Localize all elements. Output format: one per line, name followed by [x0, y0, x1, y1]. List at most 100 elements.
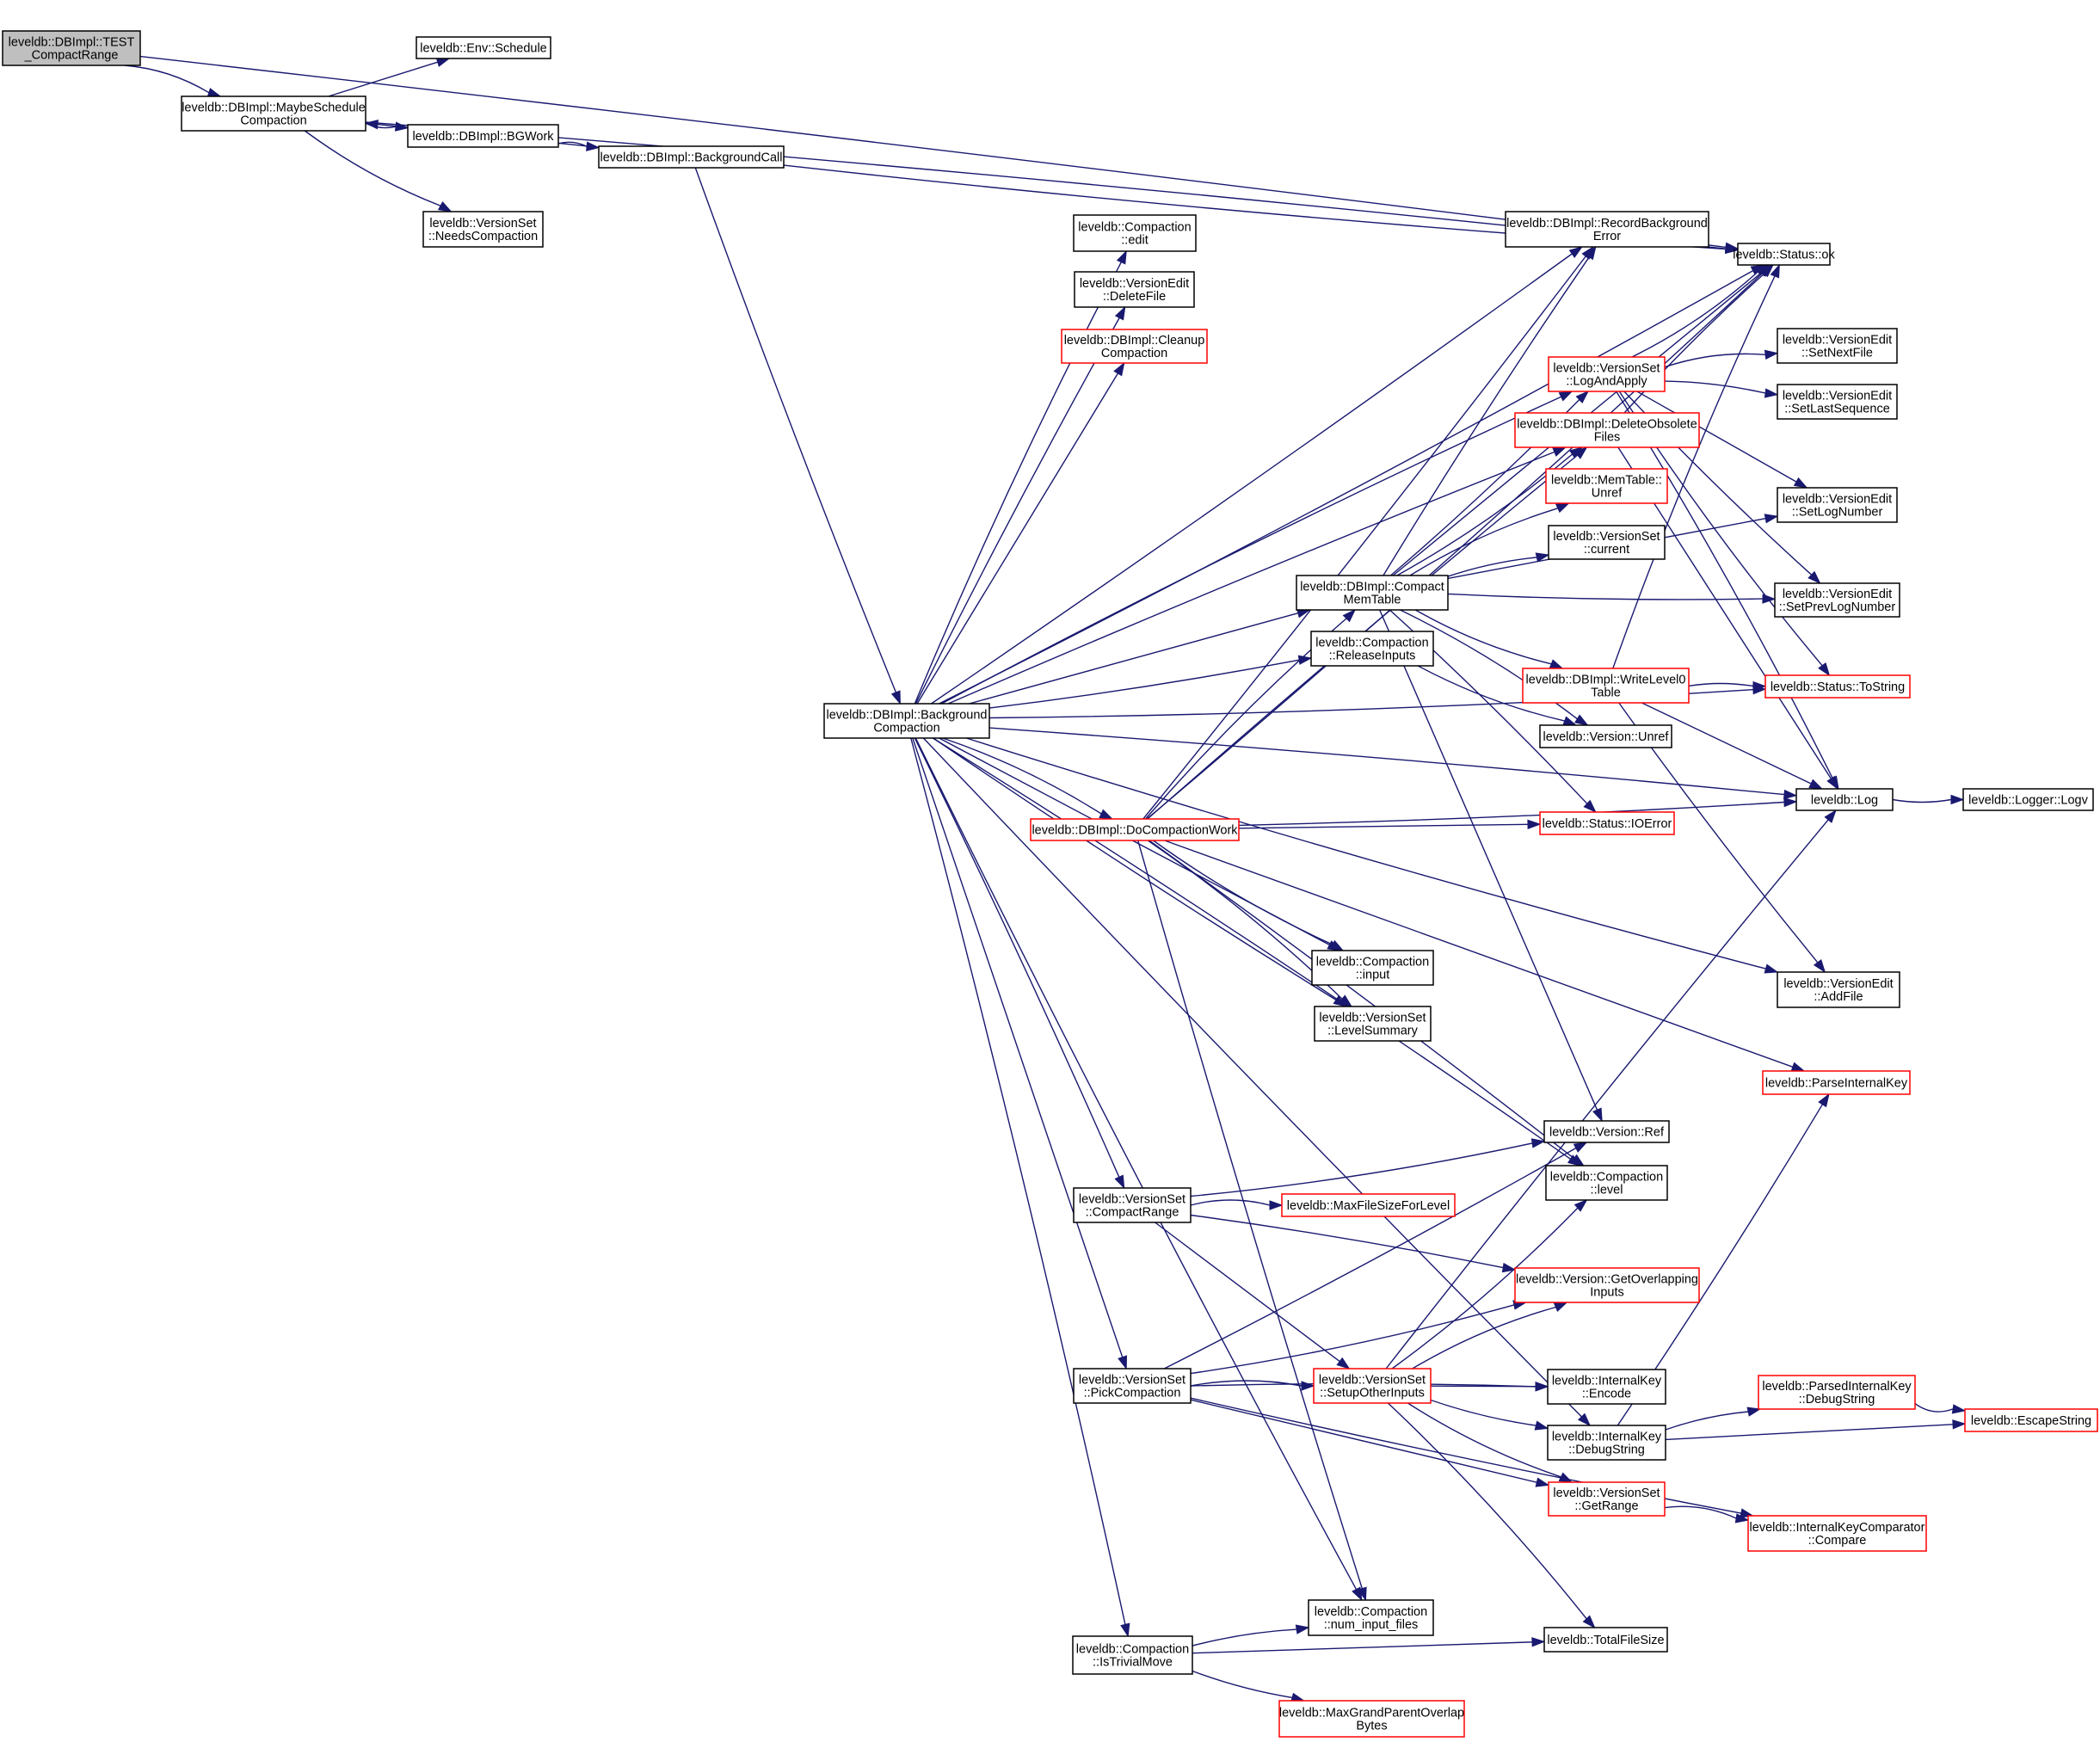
node-box[interactable]	[823, 703, 990, 739]
node-box[interactable]	[1737, 243, 1831, 266]
node-box[interactable]	[1758, 1375, 1916, 1410]
node-box[interactable]	[1073, 1187, 1192, 1223]
node-parse-internal-key[interactable]: leveldb::ParseInternalKey	[1762, 1070, 1911, 1095]
node-box[interactable]	[181, 95, 366, 132]
node-box[interactable]	[1296, 575, 1449, 611]
node-box[interactable]	[1313, 1368, 1432, 1404]
node-env-schedule[interactable]: leveldb::Env::Schedule	[416, 36, 551, 59]
node-versionset-current[interactable]: leveldb::VersionSet::current	[1548, 525, 1666, 560]
node-box[interactable]	[416, 36, 551, 59]
node-status-tostring[interactable]: leveldb::Status::ToString	[1764, 674, 1911, 699]
node-release-inputs[interactable]: leveldb::Compaction::ReleaseInputs	[1310, 631, 1434, 667]
node-box[interactable]	[1311, 950, 1434, 986]
node-needs-compaction[interactable]: leveldb::VersionSet::NeedsCompaction	[422, 211, 544, 248]
node-status-ok[interactable]: leveldb::Status::ok	[1733, 243, 1835, 266]
node-box[interactable]	[1548, 356, 1666, 392]
node-is-trivial-move[interactable]: leveldb::Compaction::IsTrivialMove	[1072, 1635, 1193, 1675]
node-box[interactable]	[1547, 1369, 1666, 1405]
node-box[interactable]	[1314, 1006, 1432, 1042]
node-ikey-encode[interactable]: leveldb::InternalKey::Encode	[1547, 1369, 1666, 1405]
node-box[interactable]	[1545, 1165, 1668, 1201]
node-num-input-files[interactable]: leveldb::Compaction::num_input_files	[1308, 1599, 1434, 1636]
node-delete-file[interactable]: leveldb::VersionEdit::DeleteFile	[1074, 271, 1195, 308]
node-box[interactable]	[1074, 271, 1195, 308]
node-compact-range[interactable]: leveldb::VersionSet::CompactRange	[1073, 1187, 1192, 1223]
node-set-log-number[interactable]: leveldb::VersionEdit::SetLogNumber	[1777, 487, 1898, 523]
node-ikey-comparator-compare[interactable]: leveldb::InternalKeyComparator::Compare	[1747, 1515, 1927, 1552]
node-level-summary[interactable]: leveldb::VersionSet::LevelSummary	[1314, 1006, 1432, 1042]
node-escape-string[interactable]: leveldb::EscapeString	[1964, 1408, 2098, 1432]
node-memtable-unref[interactable]: leveldb::MemTable::Unref	[1545, 468, 1668, 504]
node-box[interactable]	[1777, 971, 1900, 1008]
node-box[interactable]	[1774, 582, 1900, 618]
node-box[interactable]	[1747, 1515, 1927, 1552]
node-do-compaction-work[interactable]: leveldb::DBImpl::DoCompactionWork	[1030, 818, 1240, 841]
node-pick-compaction[interactable]: leveldb::VersionSet::PickCompaction	[1073, 1368, 1192, 1404]
node-box[interactable]	[1964, 1408, 2098, 1432]
node-box[interactable]	[1061, 329, 1208, 364]
node-box[interactable]	[1762, 1070, 1911, 1095]
node-box[interactable]	[407, 124, 559, 148]
node-box[interactable]	[1962, 788, 2094, 811]
node-box[interactable]	[1547, 1425, 1666, 1461]
node-box[interactable]	[1545, 468, 1668, 504]
node-box[interactable]	[1073, 214, 1197, 252]
node-version-unref[interactable]: leveldb::Version::Unref	[1539, 724, 1672, 748]
node-box[interactable]	[1308, 1599, 1434, 1636]
node-compaction-input[interactable]: leveldb::Compaction::input	[1311, 950, 1434, 986]
node-compaction-edit[interactable]: leveldb::Compaction::edit	[1073, 214, 1197, 252]
node-box[interactable]	[1543, 1627, 1668, 1653]
node-log-and-apply[interactable]: leveldb::VersionSet::LogAndApply	[1548, 356, 1666, 392]
node-version-ref[interactable]: leveldb::Version::Ref	[1543, 1120, 1670, 1143]
node-bgwork[interactable]: leveldb::DBImpl::BGWork	[407, 124, 559, 148]
node-root[interactable]: leveldb::DBImpl::TEST_CompactRange	[2, 30, 141, 66]
node-box[interactable]	[1514, 1267, 1700, 1303]
node-max-file-size[interactable]: leveldb::MaxFileSizeForLevel	[1281, 1193, 1456, 1217]
node-box[interactable]	[1072, 1635, 1193, 1675]
node-box[interactable]	[1543, 1120, 1670, 1143]
node-box[interactable]	[1764, 674, 1911, 699]
node-add-file[interactable]: leveldb::VersionEdit::AddFile	[1777, 971, 1900, 1008]
node-total-file-size[interactable]: leveldb::TotalFileSize	[1543, 1627, 1668, 1653]
node-status-ioerror[interactable]: leveldb::Status::IOError	[1539, 811, 1675, 835]
node-box[interactable]	[1514, 412, 1700, 448]
node-get-range[interactable]: leveldb::VersionSet::GetRange	[1548, 1481, 1666, 1517]
node-log[interactable]: leveldb::Log	[1795, 788, 1894, 811]
node-set-last-sequence[interactable]: leveldb::VersionEdit::SetLastSequence	[1777, 384, 1898, 420]
node-box[interactable]	[598, 145, 785, 169]
node-box[interactable]	[1777, 328, 1898, 364]
node-ikey-debugstring[interactable]: leveldb::InternalKey::DebugString	[1547, 1425, 1666, 1461]
node-set-prev-log-number[interactable]: leveldb::VersionEdit::SetPrevLogNumber	[1774, 582, 1900, 618]
node-box[interactable]	[1505, 211, 1709, 248]
node-box[interactable]	[1030, 818, 1240, 841]
node-box[interactable]	[1777, 487, 1898, 523]
node-box[interactable]	[1310, 631, 1434, 667]
node-parsed-ikey-debugstring[interactable]: leveldb::ParsedInternalKey::DebugString	[1758, 1375, 1916, 1410]
node-box[interactable]	[1281, 1193, 1456, 1217]
node-box[interactable]	[2, 30, 141, 66]
node-setup-other-inputs[interactable]: leveldb::VersionSet::SetupOtherInputs	[1313, 1368, 1432, 1404]
node-box[interactable]	[1278, 1700, 1465, 1738]
node-box[interactable]	[1548, 1481, 1666, 1517]
node-set-next-file[interactable]: leveldb::VersionEdit::SetNextFile	[1777, 328, 1898, 364]
node-compaction-level[interactable]: leveldb::Compaction::level	[1545, 1165, 1668, 1201]
node-box[interactable]	[1795, 788, 1894, 811]
node-box[interactable]	[1539, 811, 1675, 835]
node-box[interactable]	[1548, 525, 1666, 560]
node-box[interactable]	[1522, 668, 1690, 704]
node-box[interactable]	[1777, 384, 1898, 420]
node-box[interactable]	[1073, 1368, 1192, 1404]
node-box[interactable]	[422, 211, 544, 248]
node-logger-logv[interactable]: leveldb::Logger::Logv	[1962, 788, 2094, 811]
node-background-call[interactable]: leveldb::DBImpl::BackgroundCall	[598, 145, 785, 169]
node-box[interactable]	[1539, 724, 1672, 748]
